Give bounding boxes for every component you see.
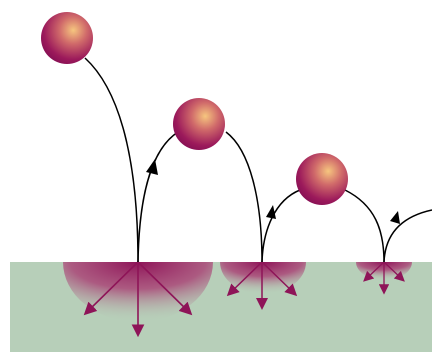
trajectory-arrow-2 [266,205,276,219]
trajectory [85,58,432,262]
trajectory-fall-1 [85,58,138,262]
trajectory-fall-3 [345,190,384,262]
trajectory-arrow-3 [390,211,400,224]
trajectory-fall-2 [226,132,262,262]
trajectory-arrow-1 [146,159,158,175]
ball-3 [296,153,348,205]
trajectory-arrows [146,159,400,224]
trajectory-rise-2 [262,190,300,262]
trajectory-rise-1 [138,132,178,262]
ball-2 [173,98,225,150]
ball-1 [41,12,93,64]
trajectory-rise-3 [384,210,432,262]
